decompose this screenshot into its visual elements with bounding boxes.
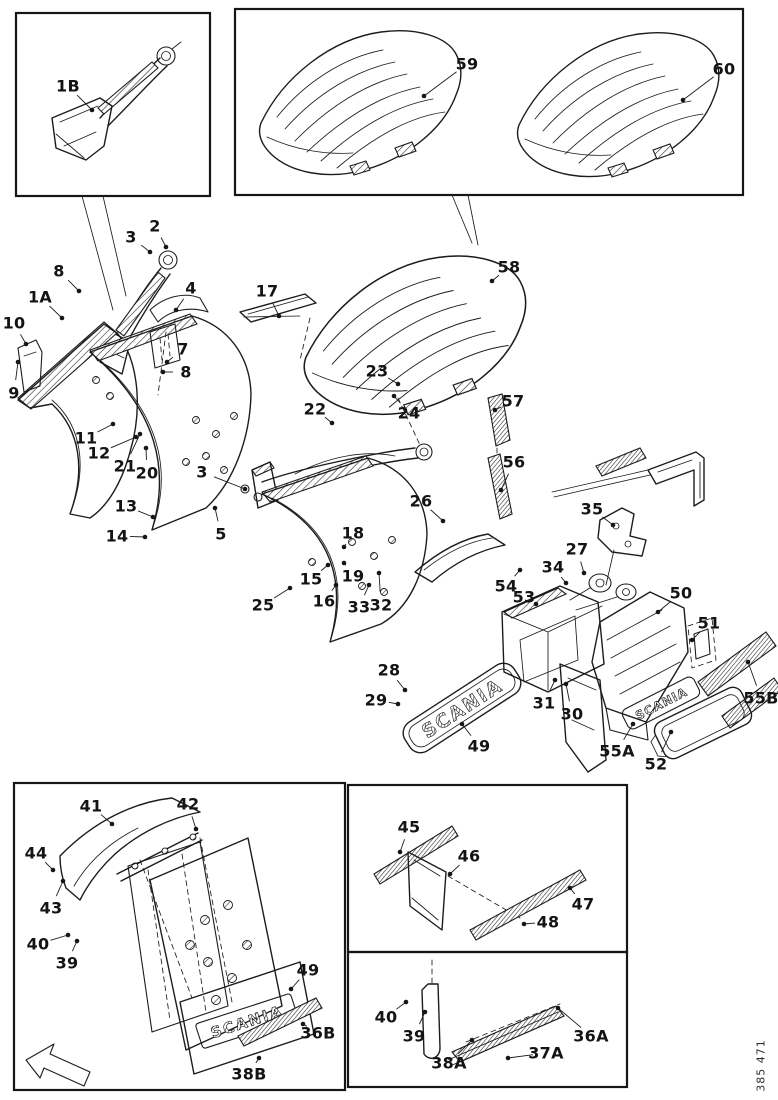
- part-59-guard-top: [258, 30, 462, 176]
- part-60-guard-top: [516, 32, 720, 178]
- inset-box-top-right: [233, 7, 745, 197]
- part-26-bracket: [414, 533, 506, 583]
- part-52-lens: [650, 686, 753, 760]
- part-4-5-fender-half: [89, 294, 263, 531]
- badge-49-text: SCANIA: [418, 675, 507, 744]
- pointer-lines-top-right-box: [451, 194, 479, 246]
- inset-box-bottom-left: [12, 781, 347, 1092]
- inset-box-top-left: [14, 11, 212, 198]
- part-1a-fender-half: [17, 321, 138, 519]
- part-mudguard-rear-panel: [127, 837, 283, 1051]
- part-51-bracket: [687, 617, 717, 669]
- part-36a-strip: [447, 1003, 565, 1067]
- part-46-bracket: [407, 851, 521, 931]
- part-36b-strip: [237, 997, 323, 1047]
- part-lamp-housing: [501, 573, 637, 773]
- pointer-lines-top-left-box: [81, 195, 127, 311]
- part-1b-support-arm: [51, 41, 182, 161]
- inset-box-bottom-right-lower: [346, 950, 629, 1089]
- part-55b-grille-strips: [697, 631, 778, 729]
- leader-lines: [15, 71, 758, 1064]
- part-47-strip: [469, 869, 587, 941]
- part-41-plate: [59, 797, 201, 901]
- drawing-number: 385 471: [754, 1039, 768, 1092]
- part-35-bracket: [551, 451, 705, 586]
- part-17-strip: [239, 293, 317, 361]
- direction-arrow: [25, 1043, 91, 1087]
- part-45-strip: [373, 825, 459, 885]
- part-39-bracket-lower: [421, 959, 441, 1059]
- part-25-fender-half: [261, 453, 428, 643]
- part-42-clamp-strip: [116, 832, 233, 1003]
- part-56-link: [487, 447, 647, 520]
- part-upper-support-arm: [99, 250, 178, 375]
